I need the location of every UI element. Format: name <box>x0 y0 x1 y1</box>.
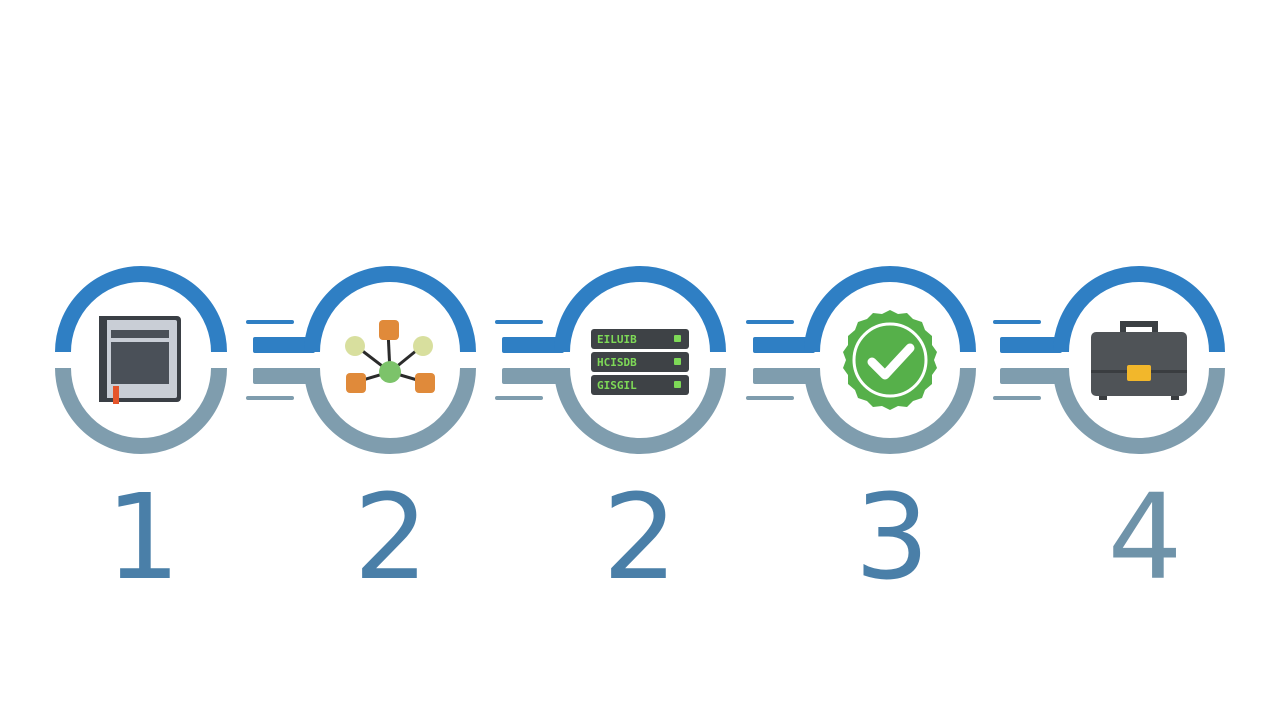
connector-4-5 <box>993 320 1062 400</box>
step-number: 4 <box>1107 468 1182 606</box>
check-badge-icon <box>843 310 937 410</box>
network-nodes-icon <box>345 320 435 393</box>
step-5: 4 <box>1053 266 1225 606</box>
step-number: 3 <box>854 468 929 606</box>
connectors <box>246 320 1062 400</box>
briefcase-icon <box>1091 321 1187 400</box>
step-ring <box>804 266 976 454</box>
connector-2-3 <box>495 320 564 400</box>
step-1: 1 <box>55 266 227 606</box>
step-ring <box>1053 266 1225 454</box>
step-number: 2 <box>353 468 428 606</box>
step-ring <box>554 266 726 454</box>
step-3: EILUIB HCISDB GISGIL 2 <box>554 266 726 606</box>
step-ring <box>55 266 227 454</box>
step-2: 2 <box>304 266 476 606</box>
step-number: 1 <box>105 468 180 606</box>
step-ring <box>304 266 476 454</box>
rack-label: GISGIL <box>597 379 637 392</box>
step-4: 3 <box>804 266 976 606</box>
connector-1-2 <box>246 320 315 400</box>
rack-label: EILUIB <box>597 333 637 346</box>
server-rack-icon: EILUIB HCISDB GISGIL <box>591 329 689 395</box>
rack-label: HCISDB <box>597 356 637 369</box>
book-icon <box>99 316 181 404</box>
step-number: 2 <box>602 468 677 606</box>
connector-3-4 <box>746 320 815 400</box>
